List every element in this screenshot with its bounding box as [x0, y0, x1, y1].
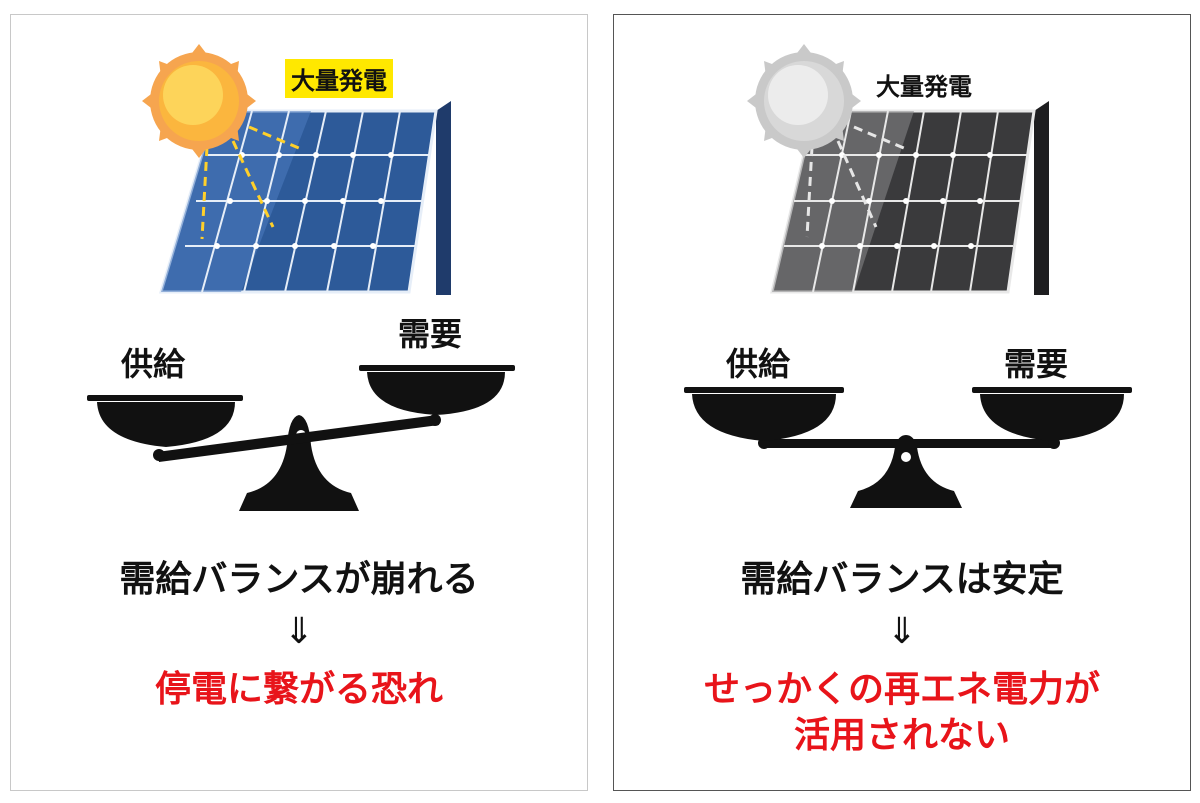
- solar-panel-icon: [770, 101, 1049, 295]
- down-arrow-icon: ⇓: [886, 611, 918, 652]
- balance-scale-icon: [684, 387, 1132, 508]
- supply-label: 供給: [726, 345, 791, 383]
- balance-scale-icon: [87, 365, 515, 511]
- left-panel: 大量発電 供給 需要 需給バランスが崩れる ⇓ 停電に繋がる恐れ: [10, 14, 588, 791]
- result-text: せっかくの再エネ電力が 活用されない: [614, 667, 1190, 759]
- result-text: 停電に繋がる恐れ: [11, 667, 587, 713]
- supply-label: 供給: [121, 345, 186, 383]
- sun-rays: [200, 125, 302, 240]
- result-line-2: 活用されない: [793, 715, 1010, 756]
- down-arrow-icon: ⇓: [283, 611, 315, 652]
- sun-icon: [142, 44, 256, 158]
- headline: 需給バランスが崩れる: [119, 559, 479, 600]
- left-illustration: [87, 44, 515, 511]
- result-line-1: せっかくの再エネ電力が: [703, 669, 1100, 710]
- solar-panel-icon: [158, 101, 451, 295]
- right-illustration: [684, 44, 1132, 508]
- right-panel: 大量発電 供給 需要 需給バランスは安定 ⇓ せっかくの再エネ電力が 活用されな…: [613, 14, 1191, 791]
- result-line-1: 停電に繋がる恐れ: [154, 669, 443, 710]
- sun-icon: [747, 44, 861, 158]
- headline: 需給バランスは安定: [740, 559, 1064, 600]
- demand-label: 需要: [1004, 345, 1069, 383]
- demand-label: 需要: [398, 315, 463, 353]
- sun-rays: [805, 125, 907, 238]
- power-label: 大量発電: [876, 73, 972, 101]
- power-label: 大量発電: [285, 59, 393, 98]
